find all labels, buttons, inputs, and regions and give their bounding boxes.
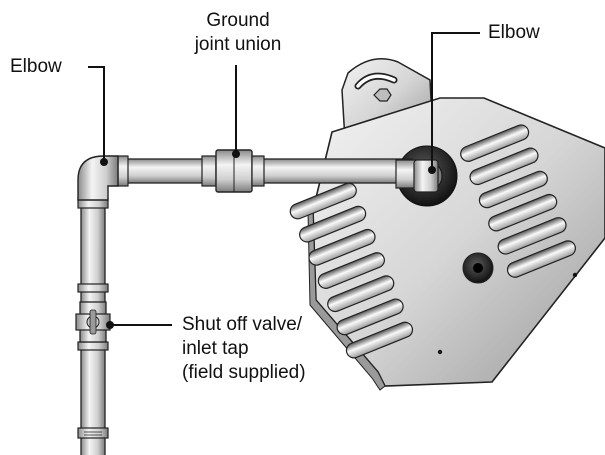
shut-off-valve bbox=[75, 301, 111, 343]
label-valve-line1: Shut off valve/ bbox=[182, 314, 303, 335]
leader-elbow-left bbox=[88, 66, 105, 160]
heater-unit bbox=[289, 58, 605, 391]
leader-elbow-right bbox=[431, 32, 480, 168]
label-elbow-left: Elbow bbox=[10, 56, 62, 77]
label-valve-line2: inlet tap bbox=[182, 338, 249, 359]
label-ground-joint-union-line1: Ground bbox=[206, 10, 270, 31]
louvers-right bbox=[460, 124, 576, 278]
leader-endpoints bbox=[100, 150, 436, 329]
heater-screw bbox=[572, 272, 578, 278]
label-valve-line3: (field supplied) bbox=[182, 362, 306, 383]
heater-screw bbox=[437, 349, 443, 355]
pipe-coupling bbox=[77, 341, 109, 351]
pipe-coupling bbox=[117, 155, 129, 187]
ground-joint-union bbox=[201, 149, 265, 193]
pipe-coupling bbox=[77, 427, 109, 439]
label-elbow-right: Elbow bbox=[488, 22, 540, 43]
label-ground-joint-union-line2: joint union bbox=[194, 34, 282, 55]
pipe-coupling bbox=[77, 283, 109, 293]
leader-lines bbox=[88, 32, 480, 326]
louvers-left bbox=[289, 182, 414, 359]
left-elbow bbox=[77, 155, 119, 201]
bracket-bolt bbox=[373, 88, 392, 102]
